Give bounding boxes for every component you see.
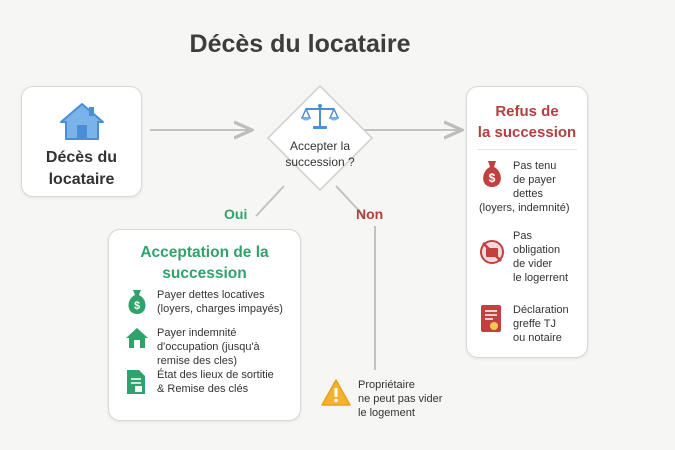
refusal-box: Refus de la succession $ Pas tenu de pay… (466, 86, 588, 358)
acceptance-title-line2: succession (162, 265, 247, 282)
acceptance-item-rent-debts-line: (loyers, charges impayés) (157, 303, 283, 315)
warning-line: Propriétaire (358, 379, 415, 391)
warning-line: le logement (358, 407, 415, 419)
acceptance-item-occupancy-line: Payer indemnité (157, 327, 237, 339)
refusal-item-no-clearing-line: le logerrent (513, 272, 569, 284)
refusal-item-debts-line: de payer (513, 174, 556, 186)
refusal-divider (477, 149, 577, 150)
refusal-title-line2: la succession (477, 124, 577, 141)
warning-line: ne peut pas vider (358, 393, 443, 405)
money-bag-icon: $ (479, 159, 505, 194)
acceptance-item-rent-debts-line: Payer dettes locatives (157, 289, 265, 301)
svg-text:$: $ (134, 300, 140, 312)
refusal-item-no-clearing-line: Pas (513, 230, 532, 242)
refusal-item-debts-line: Pas tenu (513, 160, 557, 172)
start-node: Décès du locataire (21, 86, 142, 197)
refusal-item-no-clearing-line: obligation (513, 244, 561, 256)
certificate-icon (479, 303, 503, 340)
warning-icon (320, 378, 352, 413)
decision-question-line1: Accepter la (289, 139, 351, 153)
branch-label-no: Non (356, 206, 384, 222)
acceptance-box: Acceptation de la succession $ Payer det… (108, 229, 301, 421)
refusal-item-declaration-line: Déclaration (513, 304, 569, 316)
refusal-item-no-clearing-line: de vider (513, 258, 553, 270)
acceptance-item-occupancy-line: d'occupation (jusqu'à (157, 341, 260, 353)
house-icon (125, 326, 149, 355)
acceptance-item-inventory-line: État des lieux de sortitie (157, 369, 274, 381)
scale-icon (300, 102, 340, 137)
decision-question-line2: succession ? (285, 155, 355, 169)
start-label-line1: Décès du (45, 149, 118, 166)
acceptance-item-occupancy-line: remise des cles) (157, 355, 238, 367)
branch-label-yes: Oui (224, 206, 248, 222)
money-bag-icon: $ (125, 288, 149, 321)
refusal-item-debts-line: (loyers, indemnité) (479, 202, 570, 214)
line-decision-to-accept (255, 185, 285, 217)
no-cleaning-icon (479, 239, 505, 270)
start-label-line2: locataire (48, 171, 115, 188)
line-decision-to-non (335, 185, 365, 217)
svg-text:$: $ (489, 171, 496, 185)
refusal-item-debts-line: dettes (513, 188, 543, 200)
acceptance-item-inventory-line: & Remise des clés (157, 383, 249, 395)
acceptance-title-line1: Acceptation de la (140, 244, 269, 261)
refusal-item-declaration-line: ou notaire (513, 332, 562, 344)
refusal-title-line1: Refus de (495, 103, 559, 120)
document-icon (125, 368, 147, 401)
page-title: Décès du locataire (189, 30, 411, 58)
refusal-item-declaration-line: greffe TJ (513, 318, 557, 330)
decision-node: Accepter la succession ? (264, 82, 376, 194)
house-icon (59, 101, 105, 146)
